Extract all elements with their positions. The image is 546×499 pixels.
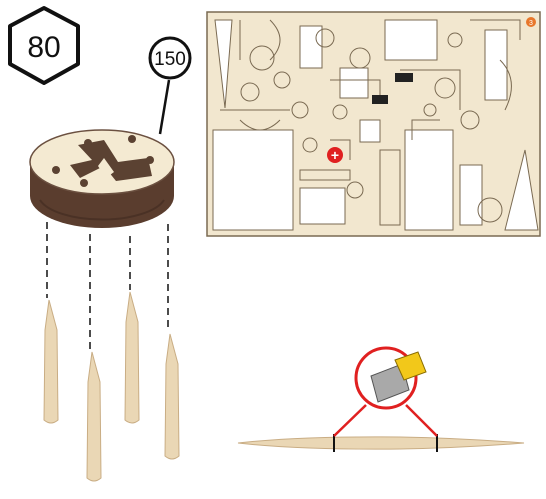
wooden-stakes xyxy=(44,292,179,481)
part-number: 150 xyxy=(154,49,186,70)
disc-hole xyxy=(84,139,92,147)
step-number: 80 xyxy=(27,31,60,64)
plus-marker-symbol: + xyxy=(331,147,339,163)
callout-leader-line xyxy=(160,80,169,134)
sanding-detail xyxy=(238,348,524,452)
stake-guide-lines xyxy=(47,222,168,350)
disc-hole xyxy=(52,166,60,174)
disc-hole xyxy=(146,156,154,164)
disc-hole xyxy=(128,135,136,143)
stake xyxy=(165,334,179,459)
stake xyxy=(87,352,101,481)
plywood-sheet: + 3 xyxy=(207,12,540,236)
disc-hole xyxy=(80,179,88,187)
step-number-badge: 80 xyxy=(10,8,78,83)
sheet-number: 3 xyxy=(529,20,533,27)
base-disc xyxy=(30,130,174,228)
sheet-corner-badge: 3 xyxy=(526,17,536,27)
stake xyxy=(125,292,139,423)
part-callout: 150 xyxy=(150,38,190,134)
sheet-part-marker: + xyxy=(327,147,343,163)
stake-lying xyxy=(238,437,524,449)
stake xyxy=(44,300,58,423)
